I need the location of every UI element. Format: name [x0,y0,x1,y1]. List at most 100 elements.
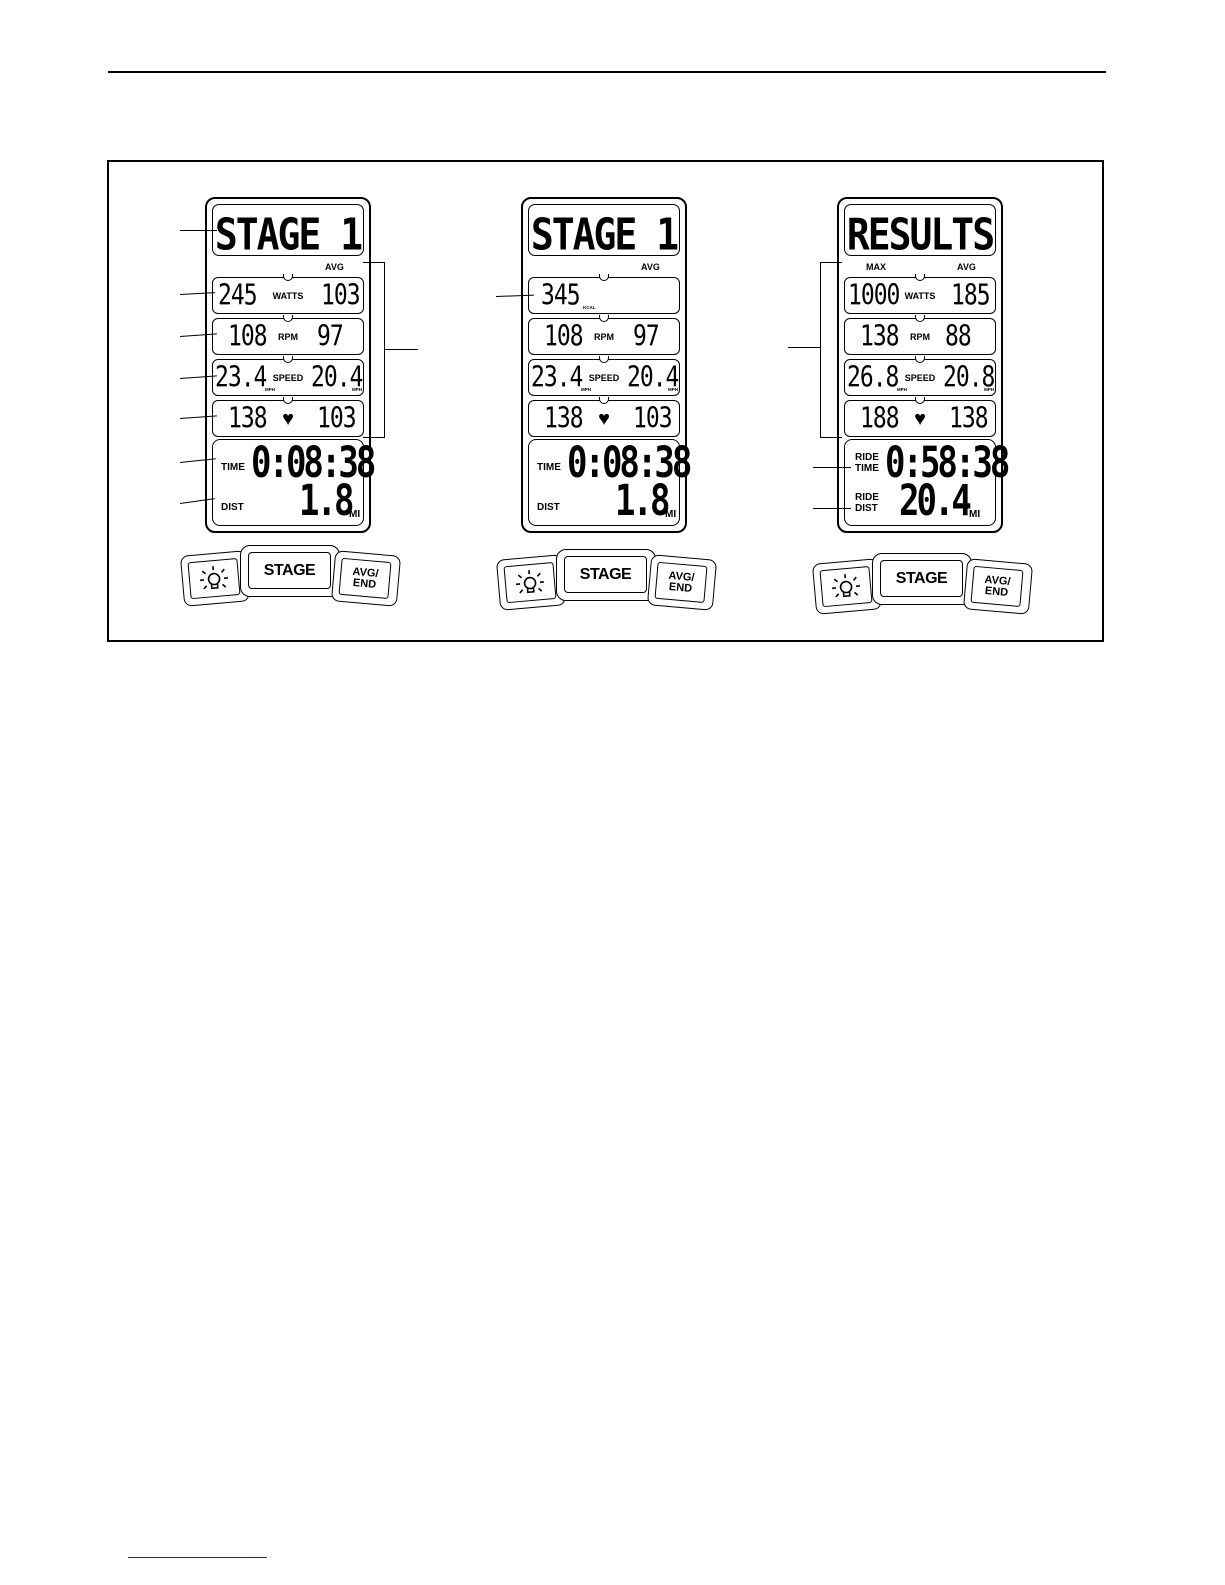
bottom-link-underline [128,1557,267,1558]
heart-rate-current: 138 [544,402,584,436]
heart-rate-max: 188 [860,402,900,436]
light-bulb-icon [831,573,861,598]
speed-row: 26.8 MPH SPEED 20.8 MPH [844,356,996,396]
time-distance-window: TIME 0:08:38 DIST 1.8 MI [212,439,376,527]
speed-label: SPEED [272,373,304,383]
distance-value: 1.8 [615,476,670,527]
callout-line [813,508,851,510]
light-button[interactable] [811,558,883,615]
rpm-avg: 88 [945,320,972,354]
heart-rate-avg: 138 [949,402,989,436]
message-window: STAGE 1 [212,204,364,260]
callout-line [180,230,217,232]
heart-rate-current: 138 [228,402,268,436]
speed-max-unit: MPH [897,387,907,392]
message-window: STAGE 1 [528,204,680,260]
avg-bracket [363,262,385,438]
ride-distance-value: 20.4 [899,476,972,527]
avg-end-button[interactable]: AVG/END [646,554,718,611]
heart-rate-avg: 103 [317,402,357,436]
speed-avg: 20.4 [311,361,363,395]
callout-line [385,349,418,351]
heart-rate-row: 138 ♥ 103 [528,397,680,437]
stage-button[interactable]: STAGE [872,553,972,605]
header-left-label: MAX [866,262,886,272]
time-label: TIME [537,462,561,473]
header-right-label: AVG [641,262,660,272]
heart-icon: ♥ [598,408,610,430]
console-display-3: RESULTS MAX AVG 1000 WATTS 185 138 RPM 8… [837,197,1010,533]
speed-row: 23.4 MPH SPEED 20.4 MPH [528,356,680,396]
heart-rate-row: 138 ♥ 103 [212,397,364,437]
heart-rate-avg: 103 [633,402,673,436]
time-value: 0:08:38 [567,438,692,489]
speed-avg: 20.8 [943,361,995,395]
message-text: STAGE 1 [530,209,679,260]
stage-button[interactable]: STAGE [240,545,340,597]
distance-label: DIST [537,502,560,513]
rpm-row: 108 RPM 97 [212,315,364,355]
speed-label: SPEED [588,373,620,383]
light-bulb-icon [515,569,545,594]
distance-value: 1.8 [299,476,354,527]
speed-current-unit: MPH [265,387,275,392]
speed-max: 26.8 [847,361,899,395]
rpm-label: RPM [910,332,930,342]
rpm-avg: 97 [317,320,344,354]
speed-current-unit: MPH [581,387,591,392]
rpm-label: RPM [594,332,614,342]
heart-icon: ♥ [282,408,294,430]
distance-unit: MI [665,509,677,520]
rpm-current: 108 [544,320,584,354]
light-bulb-icon [199,565,229,590]
distance-unit: MI [349,509,361,520]
watts-avg: 103 [321,279,361,313]
watts-row: 1000 WATTS 185 [844,274,996,314]
rpm-current: 108 [228,320,268,354]
watts-label: WATTS [272,291,304,301]
top-rule [108,71,1106,73]
speed-avg-unit: MPH [352,387,362,392]
rpm-row: 138 RPM 88 [844,315,996,355]
watts-label: WATTS [904,291,936,301]
speed-label: SPEED [904,373,936,383]
avg-end-button[interactable]: AVG/END [330,550,402,607]
rpm-label: RPM [278,332,298,342]
rpm-row: 108 RPM 97 [528,315,680,355]
figure-frame [107,160,1104,642]
message-window: RESULTS [844,204,996,260]
callout-line [788,347,820,349]
stage-button[interactable]: STAGE [556,549,656,601]
watts-current: 245 [218,279,258,313]
max-bracket [820,262,842,438]
callout-line [813,467,851,469]
message-text: STAGE 1 [214,209,363,260]
calories-row: 345 KCAL [528,274,680,314]
speed-row: 23.4 MPH SPEED 20.4 MPH [212,356,364,396]
console-display-1: STAGE 1 AVG 245 WATTS 103 108 RPM 97 23.… [205,197,376,533]
heart-rate-row: 188 ♥ 138 [844,397,996,437]
message-text: RESULTS [846,209,995,260]
time-distance-window: RIDE TIME 0:58:38 RIDE DIST 20.4 MI [844,439,1010,527]
console-display-2: STAGE 1 AVG 345 KCAL 108 RPM 97 23.4 MPH… [521,197,692,533]
speed-avg-unit: MPH [668,387,678,392]
watts-row: 245 WATTS 103 [212,274,364,314]
watts-avg: 185 [951,279,991,313]
speed-avg-unit: MPH [984,387,994,392]
ride-distance-label: RIDE DIST [855,492,879,514]
speed-current: 23.4 [215,361,267,395]
rpm-max: 138 [860,320,900,354]
header-right-label: AVG [325,262,344,272]
distance-label: DIST [221,502,244,513]
calories-value: 345 [541,279,581,313]
ride-time-label: RIDE TIME [855,452,879,474]
ride-distance-unit: MI [969,509,981,520]
light-button[interactable] [179,550,251,607]
heart-icon: ♥ [914,408,926,430]
calories-unit: KCAL [583,305,596,310]
speed-current: 23.4 [531,361,583,395]
avg-end-button[interactable]: AVG/END [962,558,1034,615]
speed-avg: 20.4 [627,361,679,395]
light-button[interactable] [495,554,567,611]
ride-time-value: 0:58:38 [885,438,1010,489]
